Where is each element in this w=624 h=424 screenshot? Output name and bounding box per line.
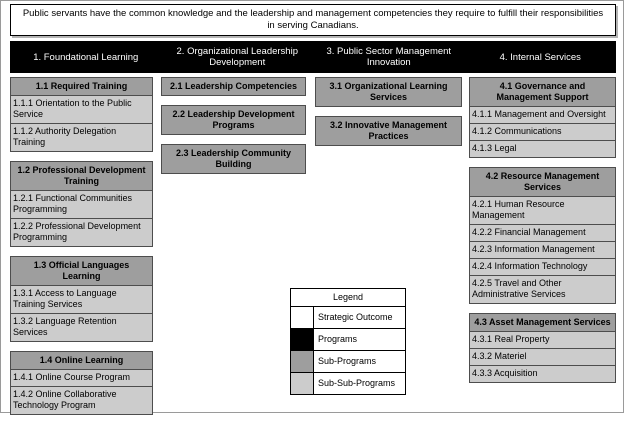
- sub-program-header[interactable]: 1.1 Required Training: [11, 78, 152, 96]
- sub-program-header[interactable]: 1.4 Online Learning: [11, 352, 152, 370]
- legend-swatch: [291, 307, 314, 328]
- sub-program-header[interactable]: 3.2 Innovative Management Practices: [316, 117, 461, 145]
- program-cell-1[interactable]: 1. Foundational Learning: [33, 51, 139, 63]
- sub-program-header[interactable]: 4.3 Asset Management Services: [470, 314, 615, 332]
- sub-sub-program-item[interactable]: 4.2.2 Financial Management: [470, 225, 615, 242]
- sub-program-header[interactable]: 2.1 Leadership Competencies: [162, 78, 305, 95]
- legend-label: Programs: [318, 334, 358, 344]
- sub-sub-program-item[interactable]: 4.1.1 Management and Oversight: [470, 107, 615, 124]
- legend-item: Sub-Sub-Programs: [291, 373, 405, 394]
- strategic-outcome-text: Public servants have the common knowledg…: [22, 8, 604, 31]
- program-cell-2[interactable]: 2. Organizational Leadership Development: [176, 46, 298, 68]
- sub-sub-program-item[interactable]: 1.4.1 Online Course Program: [11, 370, 152, 387]
- sub-sub-program-item[interactable]: 4.1.3 Legal: [470, 141, 615, 157]
- sub-sub-program-item[interactable]: 1.3.2 Language Retention Services: [11, 314, 152, 341]
- sub-program-header[interactable]: 4.2 Resource Management Services: [470, 168, 615, 197]
- sub-sub-program-item[interactable]: 1.2.1 Functional Communities Programming: [11, 191, 152, 219]
- legend-item: Sub-Programs: [291, 351, 405, 373]
- legend-swatch: [291, 329, 314, 350]
- legend-label: Sub-Programs: [318, 356, 377, 366]
- legend-label: Strategic Outcome: [318, 312, 393, 322]
- legend-title: Legend: [291, 289, 405, 307]
- sub-program-group: 3.2 Innovative Management Practices: [315, 116, 462, 146]
- programs-bar: 1. Foundational Learning 2. Organizationa…: [10, 41, 616, 73]
- strategic-outcome-box: Public servants have the common knowledg…: [10, 4, 616, 36]
- sub-sub-program-item[interactable]: 1.2.2 Professional Development Programmi…: [11, 219, 152, 246]
- legend-item: Programs: [291, 329, 405, 351]
- sub-sub-program-item[interactable]: 4.3.2 Materiel: [470, 349, 615, 366]
- sub-program-header[interactable]: 4.1 Governance and Management Support: [470, 78, 615, 107]
- sub-program-group: 2.3 Leadership Community Building: [161, 144, 306, 174]
- sub-program-group: 3.1 Organizational Learning Services: [315, 77, 462, 107]
- sub-sub-program-item[interactable]: 4.2.1 Human Resource Management: [470, 197, 615, 225]
- sub-sub-program-item[interactable]: 4.2.3 Information Management: [470, 242, 615, 259]
- sub-sub-program-item[interactable]: 1.3.1 Access to Language Training Servic…: [11, 286, 152, 314]
- sub-sub-program-item[interactable]: 4.2.4 Information Technology: [470, 259, 615, 276]
- legend-label: Sub-Sub-Programs: [318, 378, 396, 388]
- sub-program-group: 2.2 Leadership Development Programs: [161, 105, 306, 135]
- sub-sub-program-item[interactable]: 4.3.3 Acquisition: [470, 366, 615, 382]
- sub-program-group: 2.1 Leadership Competencies: [161, 77, 306, 96]
- sub-sub-program-item[interactable]: 4.3.1 Real Property: [470, 332, 615, 349]
- diagram-page: Public servants have the common knowledg…: [0, 0, 624, 415]
- sub-program-header[interactable]: 1.2 Professional Development Training: [11, 162, 152, 191]
- sub-sub-program-item[interactable]: 4.2.5 Travel and Other Administrative Se…: [470, 276, 615, 303]
- sub-sub-program-item[interactable]: 1.1.1 Orientation to the Public Service: [11, 96, 152, 124]
- legend-swatch: [291, 373, 314, 394]
- column-organizational-leadership-development: 2.1 Leadership Competencies 2.2 Leadershi…: [161, 77, 306, 183]
- legend-swatch: [291, 351, 314, 372]
- column-public-sector-management-innovation: 3.1 Organizational Learning Services 3.2 …: [315, 77, 462, 155]
- sub-program-header[interactable]: 2.2 Leadership Development Programs: [162, 106, 305, 134]
- legend-item: Strategic Outcome: [291, 307, 405, 329]
- sub-program-header[interactable]: 3.1 Organizational Learning Services: [316, 78, 461, 106]
- sub-sub-program-item[interactable]: 1.1.2 Authority Delegation Training: [11, 124, 152, 151]
- program-cell-4[interactable]: 4. Internal Services: [499, 51, 581, 63]
- sub-program-header[interactable]: 1.3 Official Languages Learning: [11, 257, 152, 286]
- sub-program-header[interactable]: 2.3 Leadership Community Building: [162, 145, 305, 173]
- program-cell-3[interactable]: 3. Public Sector Management Innovation: [326, 46, 452, 68]
- sub-sub-program-item[interactable]: 1.4.2 Online Collaborative Technology Pr…: [11, 387, 152, 414]
- sub-sub-program-item[interactable]: 4.1.2 Communications: [470, 124, 615, 141]
